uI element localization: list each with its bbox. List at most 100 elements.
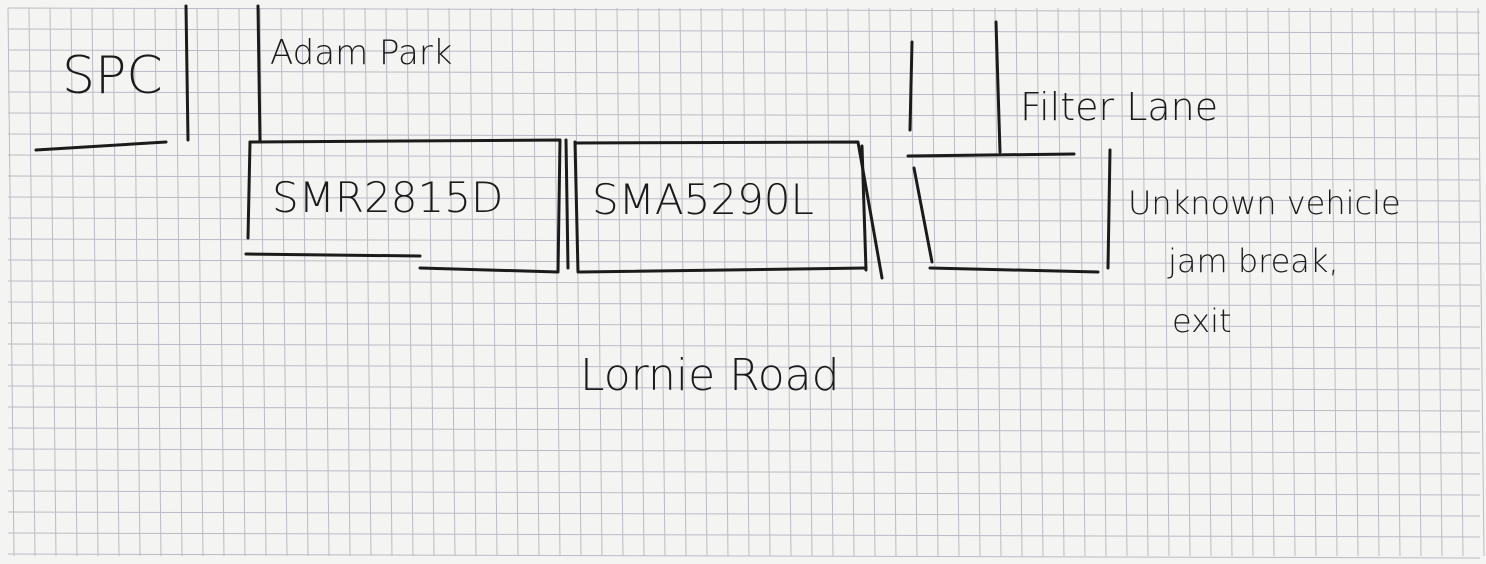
grid-line-horizontal bbox=[7, 28, 1481, 34]
grid-line-vertical bbox=[1477, 7, 1485, 557]
grid-line-horizontal bbox=[7, 364, 1481, 370]
grid-line-horizontal bbox=[7, 490, 1481, 496]
grid-line-vertical bbox=[1225, 7, 1233, 557]
unknown-vehicle-bottom-line bbox=[928, 266, 1100, 274]
grid-line-vertical bbox=[112, 7, 120, 557]
vehicle-1-left-edge bbox=[246, 140, 252, 240]
grid-line-vertical bbox=[784, 7, 792, 557]
graph-paper-grid bbox=[7, 7, 1485, 559]
grid-line-horizontal bbox=[7, 7, 1481, 13]
grid-line-horizontal bbox=[7, 406, 1481, 412]
grid-line-vertical bbox=[868, 7, 876, 557]
grid-line-vertical bbox=[154, 7, 162, 557]
grid-line-horizontal bbox=[7, 133, 1481, 139]
unknown-vehicle-right-edge bbox=[1106, 148, 1112, 270]
grid-line-vertical bbox=[28, 7, 36, 557]
grid-line-horizontal bbox=[7, 343, 1481, 349]
vehicle-2: SMA5290L bbox=[564, 138, 884, 280]
grid-line-horizontal bbox=[7, 553, 1481, 559]
spc-label: SPC bbox=[62, 46, 163, 106]
grid-line-vertical bbox=[721, 7, 729, 557]
vehicle-1-plate: SMR2815D bbox=[272, 173, 503, 222]
grid-line-vertical bbox=[616, 7, 624, 557]
grid-line-horizontal bbox=[7, 49, 1481, 55]
grid-line-vertical bbox=[1036, 7, 1044, 557]
grid-line-vertical bbox=[1435, 7, 1443, 557]
grid-line-vertical bbox=[175, 7, 183, 557]
grid-line-vertical bbox=[847, 7, 855, 557]
grid-line-horizontal bbox=[7, 385, 1481, 391]
vehicle-2-right-edge bbox=[860, 144, 868, 272]
grid-line-horizontal bbox=[7, 154, 1481, 160]
road-name-label: Lornie Road bbox=[580, 350, 840, 401]
vehicle-2-bottom-line bbox=[578, 266, 868, 274]
grid-line-vertical bbox=[658, 7, 666, 557]
grid-line-vertical bbox=[1099, 7, 1107, 557]
adam-park-boundary-line bbox=[256, 4, 262, 144]
grid-line-horizontal bbox=[7, 238, 1481, 244]
unknown-vehicle-note-line-2: jam break, bbox=[1167, 242, 1339, 280]
grid-line-horizontal bbox=[7, 175, 1481, 181]
vehicle-2-left-edge-a bbox=[564, 138, 570, 270]
unknown-vehicle-left-edge bbox=[912, 166, 934, 264]
grid-line-horizontal bbox=[7, 322, 1481, 328]
grid-line-vertical bbox=[700, 7, 708, 557]
unknown-vehicle: Unknown vehicle jam break, exit bbox=[906, 148, 1401, 340]
grid-line-vertical bbox=[1141, 7, 1149, 557]
grid-line-horizontal bbox=[7, 511, 1481, 517]
grid-line-horizontal bbox=[7, 469, 1481, 475]
grid-line-vertical bbox=[1393, 7, 1401, 557]
grid-line-vertical bbox=[742, 7, 750, 557]
grid-line-horizontal bbox=[7, 196, 1481, 202]
grid-line-vertical bbox=[1267, 7, 1275, 557]
spc-boundary-line bbox=[184, 4, 190, 142]
grid-line-vertical bbox=[1414, 7, 1422, 557]
unknown-vehicle-note-line-1: Unknown vehicle bbox=[1128, 184, 1401, 222]
vehicle-1-bottom-line bbox=[244, 252, 422, 258]
grid-line-vertical bbox=[1015, 7, 1023, 557]
grid-line-vertical bbox=[679, 7, 687, 557]
grid-line-vertical bbox=[1078, 7, 1086, 557]
grid-line-horizontal bbox=[7, 280, 1481, 286]
grid-line-vertical bbox=[1330, 7, 1338, 557]
grid-line-vertical bbox=[1162, 7, 1170, 557]
grid-line-vertical bbox=[1204, 7, 1212, 557]
grid-line-horizontal bbox=[7, 301, 1481, 307]
vehicle-2-outline bbox=[573, 140, 884, 280]
grid-line-vertical bbox=[574, 7, 582, 557]
grid-line-vertical bbox=[805, 7, 813, 557]
unknown-vehicle-top-line bbox=[906, 152, 1076, 158]
unknown-vehicle-note-line-3: exit bbox=[1172, 302, 1232, 340]
grid-line-vertical bbox=[931, 7, 939, 557]
vehicle-1-outline bbox=[248, 138, 562, 274]
filter-lane-area: Filter Lane bbox=[908, 20, 1218, 154]
spc-area: SPC bbox=[34, 4, 190, 152]
grid-line-vertical bbox=[973, 7, 981, 557]
grid-line-vertical bbox=[1372, 7, 1380, 557]
grid-line-vertical bbox=[1351, 7, 1359, 557]
vehicle-1: SMR2815D bbox=[244, 138, 562, 274]
vehicle-2-left-edge-b bbox=[573, 140, 580, 274]
grid-line-horizontal bbox=[7, 112, 1481, 118]
filter-lane-right-line bbox=[994, 20, 1002, 154]
grid-line-horizontal bbox=[7, 427, 1481, 433]
grid-line-vertical bbox=[595, 7, 603, 557]
grid-line-vertical bbox=[1246, 7, 1254, 557]
filter-lane-left-line bbox=[908, 40, 914, 132]
grid-line-vertical bbox=[7, 7, 15, 557]
grid-line-vertical bbox=[1288, 7, 1296, 557]
grid-line-vertical bbox=[889, 7, 897, 557]
grid-line-horizontal bbox=[7, 259, 1481, 265]
grid-line-vertical bbox=[1057, 7, 1065, 557]
grid-line-horizontal bbox=[7, 91, 1481, 97]
filter-lane-label: Filter Lane bbox=[1020, 85, 1218, 129]
grid-line-vertical bbox=[91, 7, 99, 557]
grid-line-vertical bbox=[637, 7, 645, 557]
grid-line-vertical bbox=[133, 7, 141, 557]
grid-line-vertical bbox=[826, 7, 834, 557]
grid-line-vertical bbox=[763, 7, 771, 557]
grid-line-vertical bbox=[1456, 7, 1464, 557]
adam-park-label: Adam Park bbox=[270, 33, 452, 73]
